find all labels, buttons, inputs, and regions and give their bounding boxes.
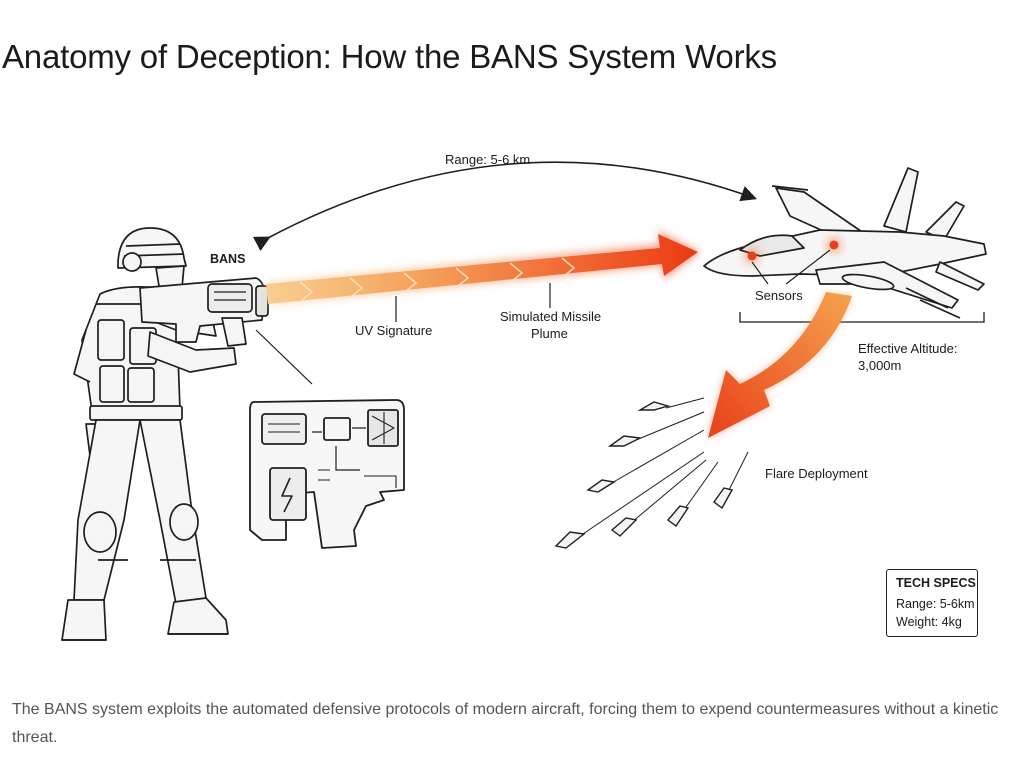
tech-specs-range: Range: 5-6km	[896, 597, 975, 611]
flare-1	[637, 397, 705, 411]
flare-7	[713, 451, 749, 510]
bans-diagram: Range: 5-6 km	[61, 152, 987, 641]
tech-specs-box: TECH SPECS Range: 5-6km Weight: 4kg	[886, 569, 978, 637]
range-arc	[252, 161, 758, 252]
uv-signature-label: UV Signature	[355, 323, 432, 338]
altitude-bracket	[739, 312, 985, 323]
flare-2	[607, 411, 705, 447]
sensors-label: Sensors	[755, 288, 803, 303]
altitude-label-line2: 3,000m	[858, 358, 901, 373]
uv-beam	[266, 230, 700, 306]
flare-4	[554, 451, 705, 549]
altitude-label-line1: Effective Altitude:	[858, 341, 958, 356]
sensor-glows	[743, 236, 843, 265]
sensor-callouts	[751, 249, 831, 285]
beam-callouts	[395, 283, 551, 322]
flare-5	[610, 459, 707, 537]
flare-arrow	[708, 292, 852, 438]
tech-specs-title: TECH SPECS	[896, 576, 976, 590]
page-title: Anatomy of Deception: How the BANS Syste…	[2, 38, 777, 75]
flares	[554, 397, 749, 549]
flare-3	[586, 429, 705, 493]
plume-label-line2: Plume	[531, 326, 568, 341]
tech-specs-weight: Weight: 4kg	[896, 615, 962, 629]
flare-deployment-label: Flare Deployment	[765, 466, 868, 481]
caption: The BANS system exploits the automated d…	[12, 701, 999, 746]
aircraft-illustration	[703, 167, 987, 319]
flare-6	[666, 461, 719, 528]
range-label: Range: 5-6 km	[445, 152, 530, 167]
soldier-illustration	[61, 227, 269, 641]
plume-label-line1: Simulated Missile	[500, 309, 601, 324]
device-label: BANS	[210, 252, 245, 266]
device-cutaway	[249, 329, 405, 549]
